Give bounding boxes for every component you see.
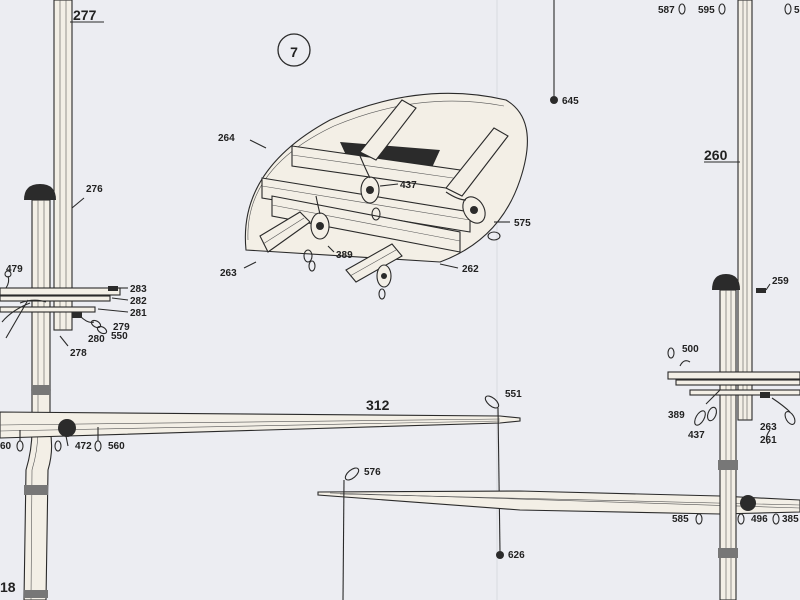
part-label-283: 283 xyxy=(130,284,147,295)
part-label-575: 575 xyxy=(514,218,531,229)
left-top-platform xyxy=(0,270,121,339)
block-551 xyxy=(484,395,500,409)
mast-lower-right xyxy=(712,274,766,600)
mast-cap-259 xyxy=(712,274,740,290)
mast-277 xyxy=(53,0,104,331)
part-label-472: 472 xyxy=(75,441,92,452)
part-label-278: 278 xyxy=(70,348,87,359)
mast-260 xyxy=(704,0,753,421)
part-label-312: 312 xyxy=(366,397,390,413)
part-label-277: 277 xyxy=(73,7,97,23)
right-top-platform xyxy=(667,347,800,445)
part-label-550: 550 xyxy=(111,331,128,342)
part-label-281: 281 xyxy=(130,308,147,319)
part-label-560: 560 xyxy=(108,441,125,452)
part-label-280: 280 xyxy=(88,334,105,345)
mast-cap-276 xyxy=(24,184,56,200)
part-label-264: 264 xyxy=(218,133,235,144)
part-label-18-partial: 18 xyxy=(0,579,16,595)
part-label-260: 260 xyxy=(704,147,728,163)
yard-312 xyxy=(0,395,521,559)
part-label-282: 282 xyxy=(130,296,147,307)
part-label-263-right: 263 xyxy=(760,422,777,433)
part-label-576: 576 xyxy=(364,467,381,478)
mast-wooldings xyxy=(32,385,50,395)
block-576 xyxy=(344,467,360,481)
part-label-389: 389 xyxy=(336,250,353,261)
part-label-496: 496 xyxy=(751,514,768,525)
part-label-437: 437 xyxy=(400,180,417,191)
part-label-262: 262 xyxy=(462,264,479,275)
part-label-587: 587 xyxy=(658,5,675,16)
part-label-5-partial: 5 xyxy=(794,5,800,16)
part-label-437-right: 437 xyxy=(688,430,705,441)
step-number: 7 xyxy=(290,44,298,60)
part-label-595: 595 xyxy=(698,5,715,16)
part-label-261: 261 xyxy=(760,435,777,446)
part-label-276: 276 xyxy=(86,184,103,195)
part-label-479: 479 xyxy=(6,264,23,275)
part-label-626: 626 xyxy=(508,550,525,561)
part-label-389-right: 389 xyxy=(668,410,685,421)
detail-7-top-assembly xyxy=(244,92,528,300)
part-label-263: 263 xyxy=(220,268,237,279)
part-label-259: 259 xyxy=(772,276,789,287)
part-label-645: 645 xyxy=(562,96,579,107)
part-label-385: 385 xyxy=(782,514,799,525)
part-label-560-partial: 60 xyxy=(0,441,12,452)
step-number-circle xyxy=(277,33,311,67)
yard-parrel-ball xyxy=(58,419,76,437)
part-label-551: 551 xyxy=(505,389,522,400)
part-label-500: 500 xyxy=(682,344,699,355)
part-label-585: 585 xyxy=(672,514,689,525)
part-label-279: 279 xyxy=(113,322,130,333)
